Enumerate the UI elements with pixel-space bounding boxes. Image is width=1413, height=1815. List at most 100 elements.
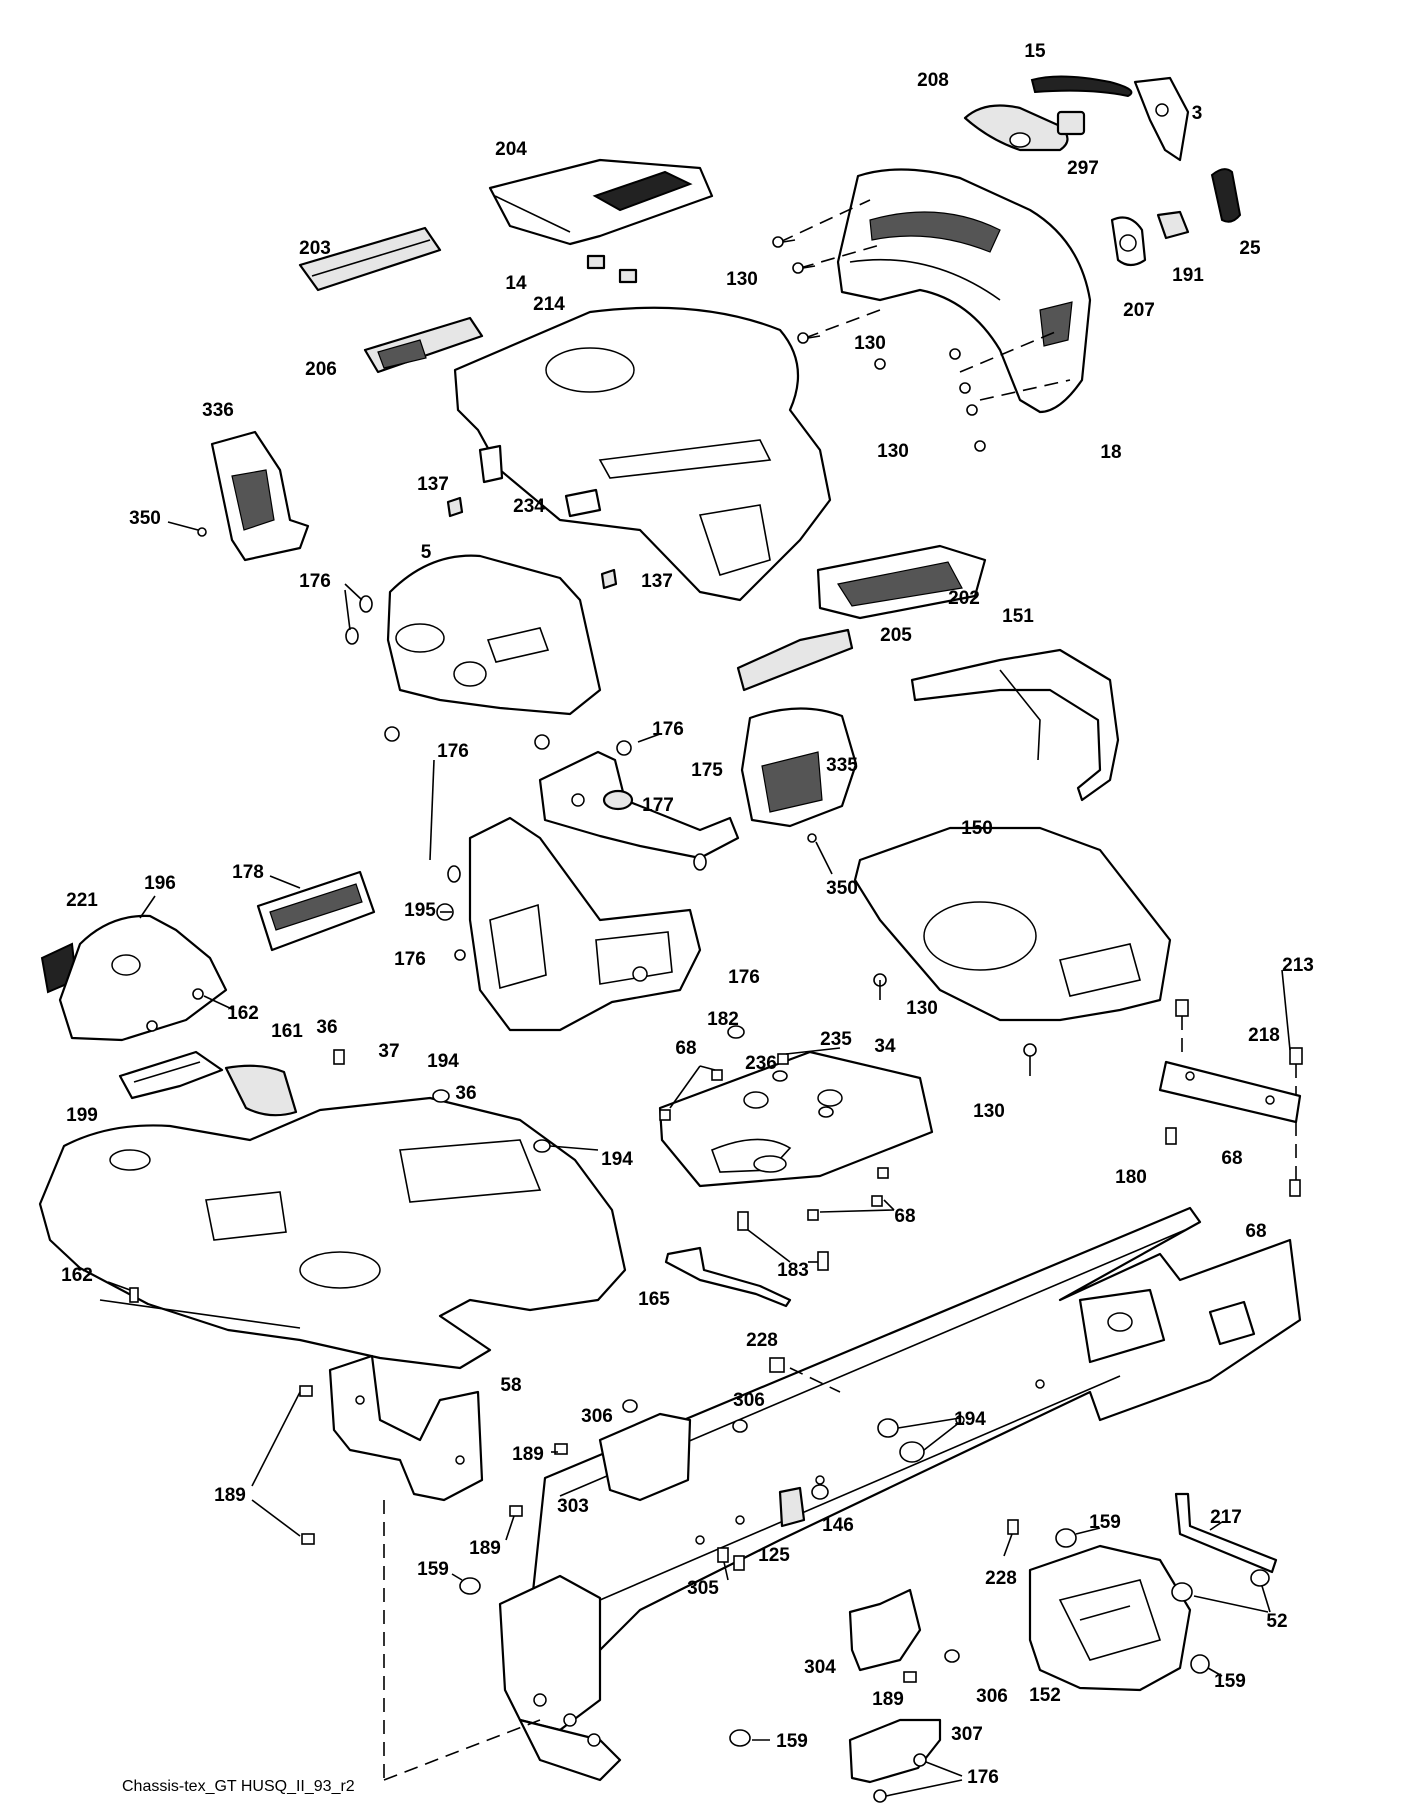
part-58-bracket — [328, 1354, 484, 1502]
callout-306: 306 — [976, 1686, 1008, 1707]
callout-183: 183 — [777, 1260, 809, 1281]
callout-176: 176 — [967, 1767, 999, 1788]
callout-161: 161 — [271, 1021, 303, 1042]
callout-176: 176 — [652, 719, 684, 740]
callout-177: 177 — [642, 795, 674, 816]
part-175-support-plate — [538, 750, 740, 860]
fasteners-162-upper — [146, 988, 235, 1032]
callout-217: 217 — [1210, 1507, 1242, 1528]
part-217-rod — [1174, 1492, 1278, 1574]
part-304-heat-shield — [848, 1588, 922, 1672]
part-336-side-panel — [210, 430, 310, 562]
callout-162: 162 — [227, 1003, 259, 1024]
callout-336: 336 — [202, 400, 234, 421]
callout-176: 176 — [394, 949, 426, 970]
dashed-alignment-130 — [779, 199, 1071, 401]
callout-303: 303 — [557, 1496, 589, 1517]
callout-218: 218 — [1248, 1025, 1280, 1046]
callout-228: 228 — [985, 1568, 1017, 1589]
part-152-footrest — [1028, 1544, 1192, 1692]
part-234-decal — [478, 444, 602, 518]
part-5-dash-tower — [386, 554, 602, 716]
callout-236: 236 — [745, 1053, 777, 1074]
callout-214: 214 — [533, 294, 565, 315]
callout-18: 18 — [1100, 442, 1121, 463]
callout-68: 68 — [675, 1038, 696, 1059]
callout-159: 159 — [1214, 1671, 1246, 1692]
callout-14: 14 — [505, 273, 527, 294]
fasteners-213-68-right — [1165, 969, 1303, 1197]
part-196-fender-tower — [58, 895, 228, 1042]
fasteners-176-upper — [344, 583, 661, 756]
callout-176: 176 — [728, 967, 760, 988]
part-202-lower-grille — [816, 544, 987, 620]
part-146-125-small — [778, 1484, 829, 1528]
fasteners-183 — [737, 1211, 829, 1271]
callout-125: 125 — [758, 1545, 790, 1566]
part-218-strap — [1158, 1060, 1302, 1124]
callout-130: 130 — [877, 441, 909, 462]
part-3-bracket — [1133, 76, 1190, 162]
callout-159: 159 — [776, 1731, 808, 1752]
part-191-clip — [1156, 210, 1190, 240]
part-151-bracket — [910, 648, 1120, 802]
callout-194: 194 — [427, 1051, 459, 1072]
part-335-side-panel — [740, 707, 858, 828]
fasteners-176-195-mid — [429, 759, 707, 961]
part-297-bulb — [1056, 110, 1086, 136]
callout-206: 206 — [305, 359, 337, 380]
part-25-lens-cover — [1210, 168, 1242, 223]
screws-130-upper — [772, 236, 986, 452]
callout-304: 304 — [804, 1657, 836, 1678]
part-177-grommet — [602, 789, 634, 811]
callout-306: 306 — [733, 1390, 765, 1411]
part-228-fittings — [769, 1357, 1019, 1557]
callout-228: 228 — [746, 1330, 778, 1351]
callout-189: 189 — [214, 1485, 246, 1506]
callout-208: 208 — [917, 70, 949, 91]
callout-178: 178 — [232, 862, 264, 883]
fasteners-130-lower — [873, 973, 1037, 1076]
callout-196: 196 — [144, 873, 176, 894]
callout-189: 189 — [512, 1444, 544, 1465]
fasteners-68-34 — [659, 1047, 895, 1221]
callout-159: 159 — [1089, 1512, 1121, 1533]
part-204-hood-panel — [488, 158, 714, 246]
callout-234: 234 — [513, 496, 545, 517]
fasteners-306-194-mid — [622, 1399, 961, 1463]
callout-305: 305 — [687, 1578, 719, 1599]
callout-37: 37 — [378, 1041, 399, 1062]
callout-235: 235 — [820, 1029, 852, 1050]
fastener-159-left — [451, 1573, 481, 1595]
part-161-bracket — [224, 1064, 298, 1117]
fastener-162-lower — [107, 1281, 139, 1303]
callout-68: 68 — [1245, 1221, 1266, 1242]
fastener-159-bottom — [729, 1729, 770, 1747]
callout-194: 194 — [954, 1409, 986, 1430]
fasteners-305 — [717, 1547, 745, 1581]
callout-5: 5 — [421, 542, 432, 563]
fasteners-176-bottom — [873, 1753, 963, 1803]
callout-151: 151 — [1002, 606, 1034, 627]
callout-195: 195 — [404, 900, 436, 921]
part-206-grille-insert — [363, 316, 484, 374]
callout-165: 165 — [638, 1289, 670, 1310]
part-14-main-hood — [453, 306, 832, 602]
callout-25: 25 — [1239, 238, 1261, 259]
part-37-rear-fender — [38, 1096, 627, 1370]
callout-180: 180 — [1115, 1167, 1147, 1188]
fasteners-194-37 — [432, 1089, 599, 1153]
callout-3: 3 — [1192, 103, 1203, 124]
callout-202: 202 — [948, 588, 980, 609]
callout-194: 194 — [601, 1149, 633, 1170]
part-180-main-frame — [528, 1206, 1302, 1652]
part-199-bracket — [118, 1050, 224, 1100]
callout-58: 58 — [500, 1375, 521, 1396]
callout-221: 221 — [66, 890, 98, 911]
part-150-floor-pan — [853, 826, 1172, 1022]
callout-199: 199 — [66, 1105, 98, 1126]
callout-176: 176 — [299, 571, 331, 592]
part-15-headlight-lens — [1030, 75, 1133, 98]
